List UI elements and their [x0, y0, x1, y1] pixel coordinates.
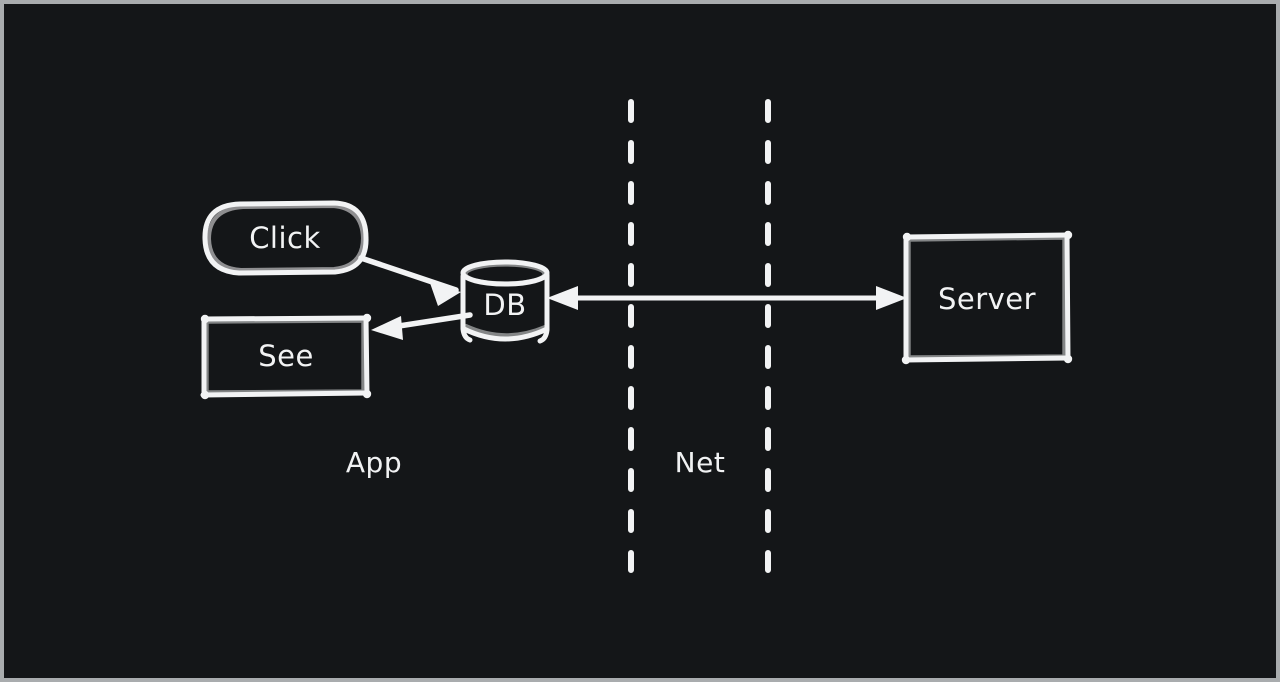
node-click[interactable]: Click — [202, 200, 369, 276]
edge-db-to-server[interactable] — [547, 286, 907, 310]
diagram-drawing[interactable]: Click See — [4, 4, 1276, 678]
arrowhead-left — [547, 286, 578, 310]
corner-dot — [362, 389, 372, 399]
node-db-label: DB — [483, 288, 526, 322]
diagram-canvas[interactable]: Click See — [4, 4, 1276, 678]
zone-label-net: Net — [675, 446, 726, 479]
node-see-label: See — [258, 339, 314, 373]
edge-db-to-see[interactable] — [371, 312, 473, 340]
arrowhead-right — [876, 286, 907, 310]
corner-dot — [200, 390, 210, 400]
corner-dot — [1063, 230, 1073, 240]
node-db[interactable]: DB — [460, 259, 550, 344]
corner-dot — [1063, 354, 1073, 364]
arrowhead — [371, 316, 403, 340]
node-click-label: Click — [249, 221, 321, 255]
corner-dot — [200, 314, 210, 324]
node-server[interactable]: Server — [901, 230, 1073, 365]
zone-label-app: App — [346, 446, 402, 479]
corner-dot — [902, 232, 912, 242]
edge-click-to-db[interactable] — [358, 255, 461, 306]
arrowhead — [430, 283, 461, 306]
corner-dot — [901, 355, 911, 365]
corner-dot — [362, 313, 372, 323]
node-server-label: Server — [938, 282, 1036, 316]
node-see[interactable]: See — [200, 313, 372, 400]
